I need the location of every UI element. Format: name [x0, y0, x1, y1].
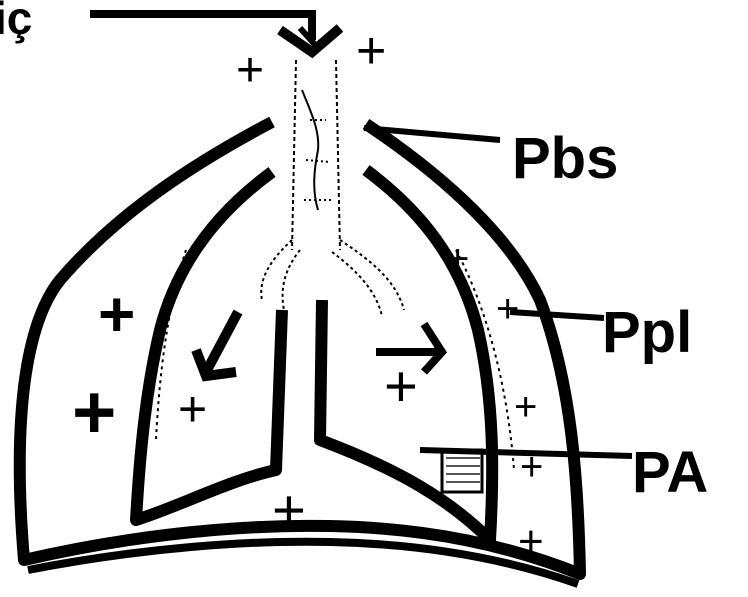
plus-sign: + — [384, 354, 418, 419]
plus-sign: + — [98, 278, 135, 350]
label-pbs: Pbs — [512, 126, 618, 191]
label-ppl: Ppl — [602, 300, 692, 365]
plus-sign: + — [178, 381, 207, 437]
plus-sign: + — [520, 445, 543, 489]
left-lung — [136, 172, 282, 520]
plus-sign: + — [236, 44, 264, 97]
plus-sign: + — [518, 517, 544, 566]
inflow-arrow-line — [90, 14, 312, 40]
trachea — [292, 60, 340, 250]
bronchi — [261, 240, 404, 316]
alveolar-hatching — [442, 450, 482, 492]
plus-sign: + — [356, 22, 386, 80]
plus-sign: + — [72, 370, 116, 455]
plus-sign: + — [446, 237, 469, 281]
airflow-arrow-left — [196, 312, 238, 376]
plus-sign: + — [272, 478, 306, 543]
plus-sign: + — [496, 287, 519, 331]
label-pa: PA — [632, 440, 708, 505]
label-ic: iç — [0, 0, 32, 44]
plus-sign: + — [514, 385, 537, 429]
pointer-ppl — [510, 312, 604, 318]
